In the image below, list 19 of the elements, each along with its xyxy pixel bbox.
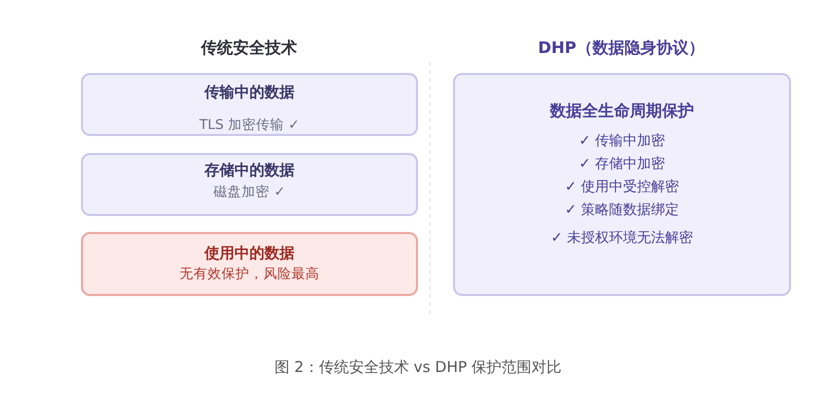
data-box — [81, 232, 418, 296]
checklist-item: ✓ 存储中加密 — [578, 155, 666, 173]
box-heading: 传输中的数据 — [204, 83, 294, 102]
checklist-item: ✓ 未授权环境无法解密 — [550, 229, 694, 247]
box-text: 无有效保护，风险最高 — [180, 265, 320, 283]
box-text: 磁盘加密 ✓ — [214, 183, 286, 201]
checklist-item: ✓ 策略随数据绑定 — [564, 201, 680, 219]
box-heading: 使用中的数据 — [204, 244, 294, 263]
checklist-item: ✓ 传输中加密 — [578, 132, 666, 150]
box-heading: 存储中的数据 — [204, 161, 294, 180]
box-text: TLS 加密传输 ✓ — [199, 116, 300, 134]
column-heading: DHP（数据隐身协议） — [538, 38, 704, 59]
data-box — [81, 73, 418, 136]
figure-caption: 图 2：传统安全技术 vs DHP 保护范围对比 — [274, 358, 562, 377]
column-heading: 传统安全技术 — [201, 38, 297, 59]
checklist-item: ✓ 使用中受控解密 — [564, 178, 680, 196]
data-box — [81, 153, 418, 216]
protection-panel — [453, 73, 791, 296]
box-heading: 数据全生命周期保护 — [550, 101, 694, 122]
